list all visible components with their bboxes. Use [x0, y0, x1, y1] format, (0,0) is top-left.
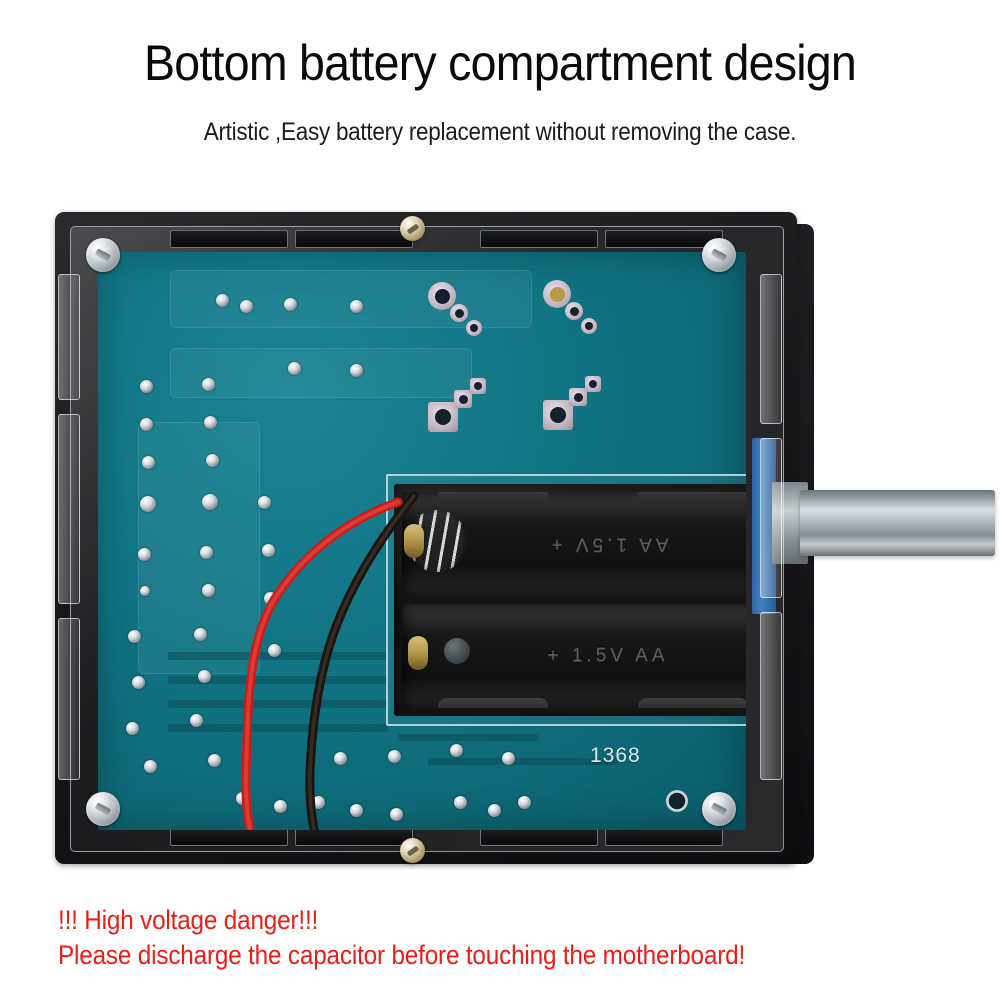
page-title: Bottom battery compartment design	[143, 35, 857, 91]
page-subtitle: Artistic ,Easy battery replacement witho…	[203, 118, 797, 146]
solder-joint	[194, 628, 207, 641]
solder-joint	[200, 546, 213, 559]
solder-joint	[450, 744, 463, 757]
case-slot-bottom-4	[605, 828, 723, 846]
solder-joint	[258, 496, 271, 509]
solder-joint	[138, 548, 151, 561]
solder-joint	[202, 378, 215, 391]
solder-joint	[190, 714, 203, 727]
solder-joint	[388, 750, 401, 763]
case-rail-right-1	[760, 274, 782, 424]
solder-joint	[274, 800, 287, 813]
solder-joint	[350, 364, 363, 377]
solder-joint	[502, 752, 515, 765]
solder-joint	[518, 796, 531, 809]
solder-joint	[140, 586, 150, 596]
solder-joint	[350, 300, 363, 313]
potentiometer-shaft	[800, 490, 995, 556]
solder-joint	[312, 796, 325, 809]
case-slot-top-3	[480, 230, 598, 248]
printed-circuit-board: 1368 AA 1.5V + + 1.5V AA	[98, 252, 746, 830]
case-rail-left-2	[58, 414, 80, 604]
solder-joint	[132, 676, 145, 689]
product-photo: 1368 AA 1.5V + + 1.5V AA	[0, 190, 1000, 890]
solder-joint	[206, 454, 219, 467]
battery-terminal-bottom-negative	[408, 636, 428, 670]
solder-joint	[240, 300, 253, 313]
solder-joint	[140, 418, 153, 431]
solder-joint	[208, 754, 221, 767]
battery-terminal-bottom-positive	[444, 638, 470, 664]
solder-joint	[202, 494, 218, 510]
case-rail-right-3	[760, 612, 782, 780]
solder-joint	[204, 416, 217, 429]
pcb-silkscreen-label: 1368	[590, 744, 641, 767]
case-slot-bottom-1	[170, 828, 288, 846]
solder-joint	[216, 294, 229, 307]
battery-holder: AA 1.5V + + 1.5V AA	[394, 484, 746, 716]
battery-terminal-top-negative	[404, 524, 424, 558]
pcb-trace-region-2	[170, 348, 472, 398]
case-screw-bottom-right	[702, 792, 736, 826]
solder-joint	[144, 760, 157, 773]
warning-line-2: Please discharge the capacitor before to…	[58, 940, 746, 970]
case-screw-bottom-left	[86, 792, 120, 826]
case-screw-top-center	[400, 216, 425, 241]
solder-joint	[140, 380, 153, 393]
case-screw-top-right	[702, 238, 736, 272]
battery-slot-bottom-label: + 1.5V AA	[547, 645, 669, 666]
solder-joint	[284, 298, 297, 311]
case-rail-right-2	[760, 438, 782, 598]
pcb-trace-bar-3	[168, 700, 388, 708]
pcb-trace-bar-6	[428, 758, 618, 765]
case-slot-bottom-3	[480, 828, 598, 846]
solder-joint	[236, 792, 249, 805]
case-rail-left-3	[58, 618, 80, 780]
solder-joint	[140, 496, 156, 512]
pcb-trace-bar-5	[398, 734, 538, 741]
solder-joint	[142, 456, 155, 469]
case-slot-top-1	[170, 230, 288, 248]
pcb-ring-pad	[666, 790, 688, 812]
solder-joint	[264, 592, 277, 605]
case-screw-bottom-center	[400, 838, 425, 863]
solder-joint	[128, 630, 141, 643]
solder-joint	[268, 644, 281, 657]
case-slot-bottom-2	[295, 828, 413, 846]
warning-message: !!! High voltage danger!!! Please discha…	[58, 903, 958, 973]
solder-joint	[262, 544, 275, 557]
case-slot-top-2	[295, 230, 413, 248]
solder-joint	[488, 804, 501, 817]
solder-joint	[198, 670, 211, 683]
solder-joint	[454, 796, 467, 809]
pcb-trace-region-1	[170, 270, 532, 328]
battery-slot-top-label: AA 1.5V +	[547, 534, 669, 555]
solder-joint	[202, 584, 215, 597]
case-rail-left-1	[58, 274, 80, 400]
warning-line-1: !!! High voltage danger!!!	[58, 905, 319, 935]
solder-joint	[350, 804, 363, 817]
case-screw-top-left	[86, 238, 120, 272]
solder-joint	[334, 752, 347, 765]
solder-joint	[390, 808, 403, 821]
solder-joint	[288, 362, 301, 375]
solder-joint	[126, 722, 139, 735]
